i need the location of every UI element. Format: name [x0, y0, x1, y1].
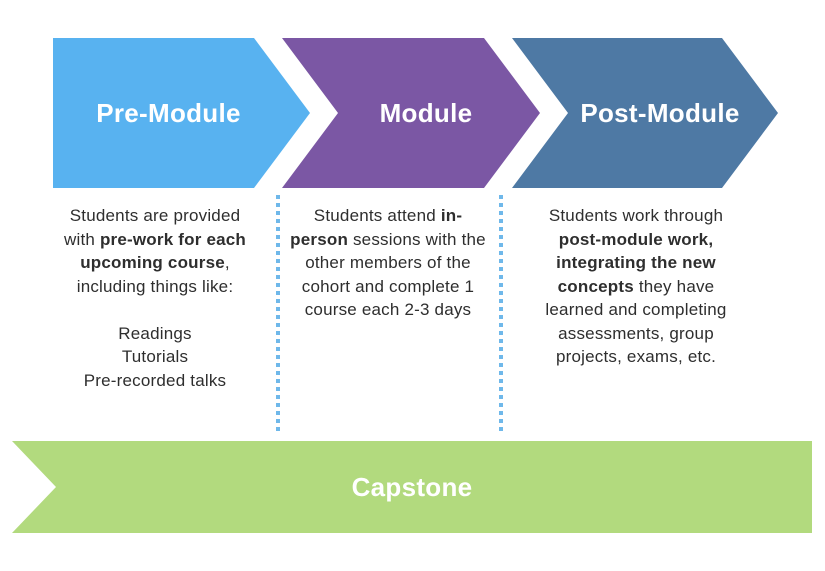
module-description: Students attend in-person sessions with …	[290, 206, 486, 319]
dotted-divider-right	[499, 195, 503, 433]
post-module-arrow: Post-Module	[512, 38, 778, 188]
pre-module-arrow-label: Pre-Module	[96, 97, 241, 128]
capstone-banner: Capstone	[12, 441, 812, 533]
module-arrow: Module	[282, 38, 540, 188]
module-arrow-label: Module	[379, 97, 473, 128]
post-module-arrow-label: Post-Module	[580, 97, 740, 128]
pre-module-arrow: Pre-Module	[53, 38, 310, 188]
capstone-label: Capstone	[351, 471, 473, 502]
dotted-divider-left	[276, 195, 280, 433]
